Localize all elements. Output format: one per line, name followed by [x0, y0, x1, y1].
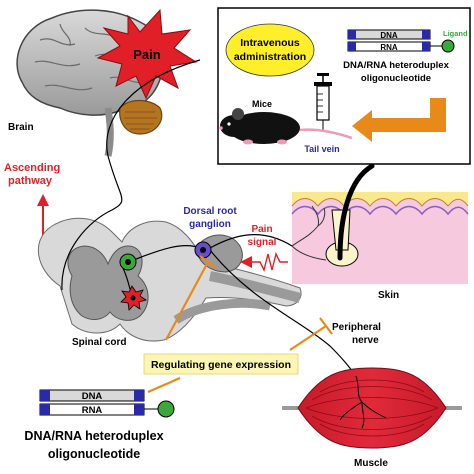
ligand-label: Ligand — [443, 29, 468, 38]
ascending-label-line1: Ascending — [4, 162, 60, 174]
pain-starburst — [96, 8, 198, 100]
muscle-label: Muscle — [354, 458, 388, 469]
dorsal-root-label-line1: Dorsal root — [183, 206, 237, 217]
legend-title-line1: DNA/RNA heteroduplex — [24, 429, 163, 443]
interneuron-red — [120, 285, 147, 311]
iv-label-line2: administration — [234, 51, 306, 63]
legend-dna-label: DNA — [82, 391, 103, 402]
ascending-label-line2: pathway — [8, 175, 53, 187]
pain-signal-arrow — [240, 251, 288, 273]
inset-duplex — [347, 29, 455, 53]
mice-label: Mice — [252, 99, 272, 109]
legend-rna-label: RNA — [82, 405, 103, 416]
inset-hetero-line2: oligonucleotide — [361, 73, 431, 84]
regulation-lines — [147, 255, 333, 394]
peripheral-label-line2: nerve — [352, 335, 379, 346]
regulating-label: Regulating gene expression — [151, 359, 291, 371]
drg-neuron-blue — [194, 241, 212, 259]
regulating-box — [143, 353, 299, 375]
syringe-icon — [314, 73, 332, 132]
skin-label: Skin — [378, 290, 399, 301]
pain-signal-label-line2: signal — [248, 237, 277, 248]
pain-signal-label-line1: Pain — [251, 224, 272, 235]
dorsal-root-label-line2: ganglion — [189, 219, 231, 230]
legend-title-line2: oligonucleotide — [48, 447, 140, 461]
inset-dna-label: DNA — [380, 31, 398, 40]
tail-vein-label: Tail vein — [304, 144, 339, 154]
spinal-neuron-green — [119, 253, 137, 271]
inset-rna-label: RNA — [380, 43, 398, 52]
skin-illustration — [291, 163, 469, 284]
pain-label: Pain — [133, 47, 161, 62]
ligand-icon — [441, 39, 455, 53]
inset-hetero-line1: DNA/RNA heteroduplex — [343, 60, 449, 71]
administration-inset: Intravenous administration DNA RNA Ligan… — [217, 7, 471, 165]
legend-duplex — [39, 389, 175, 418]
mouse-icon — [219, 108, 353, 145]
iv-bubble — [225, 23, 315, 77]
iv-label-line1: Intravenous — [240, 37, 300, 49]
muscle-illustration — [282, 367, 462, 449]
spinal-cord-label: Spinal cord — [72, 337, 126, 348]
brain-label: Brain — [8, 122, 34, 133]
inset-arrow — [352, 98, 446, 142]
peripheral-label-line1: Peripheral — [332, 322, 381, 333]
